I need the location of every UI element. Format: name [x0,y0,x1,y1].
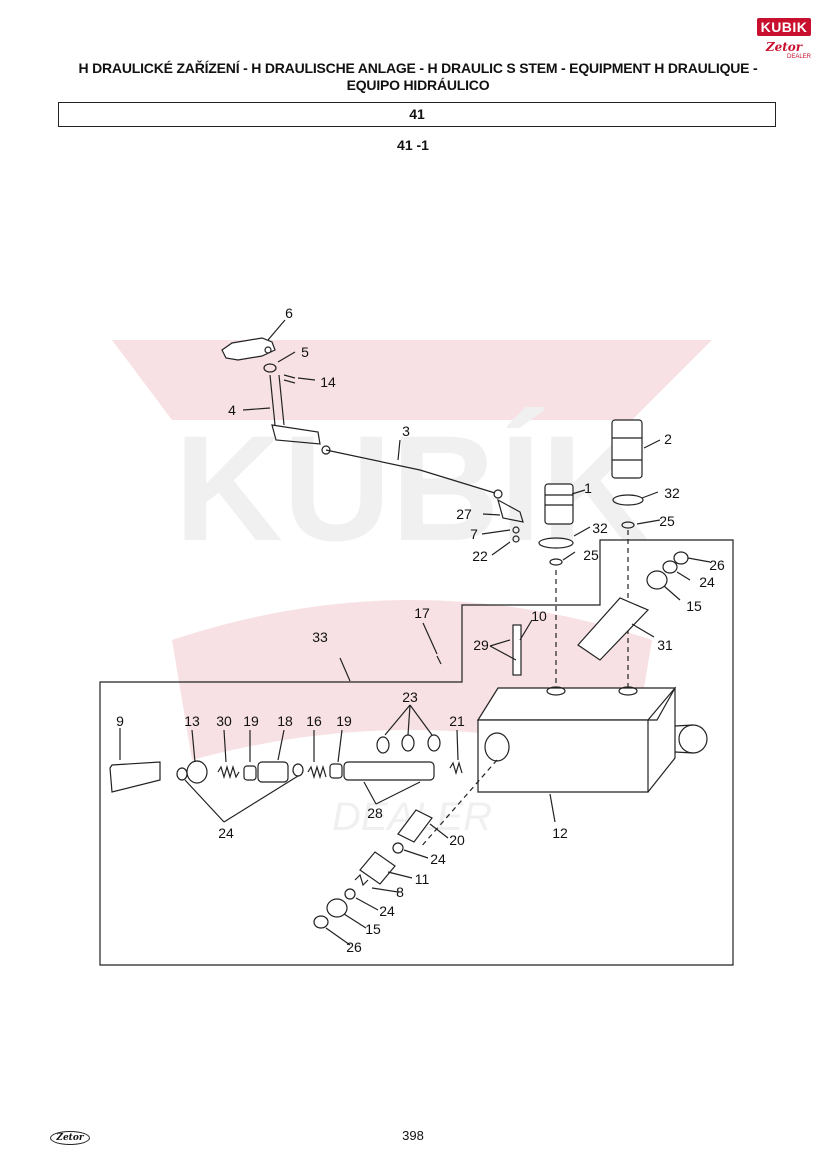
ring-part-26-left [313,915,329,929]
part-label-24-right: 24 [699,574,715,590]
dealer-logo: KUBIK Zetor DEALER [755,14,813,64]
part-label-19-b: 19 [336,713,352,729]
part-label-21: 21 [449,713,465,729]
part-label-28: 28 [367,805,383,821]
logo-dealer-text: DEALER [786,54,811,60]
part-label-24-d: 24 [379,903,395,919]
ring-part-24-right [662,560,678,574]
part-label-22: 22 [472,548,488,564]
ring-part-23-a [376,736,390,754]
spring-part-21 [449,760,463,776]
part-label-1: 1 [584,480,592,496]
sleeve-part-20 [397,809,433,843]
ring-part-24-d [344,888,356,900]
part-label-25-left: 25 [583,547,599,563]
part-label-6: 6 [285,305,293,321]
page-number: 398 [402,1128,424,1143]
spool-part-28 [343,761,435,781]
part-label-31: 31 [657,637,673,653]
part-label-15-right: 15 [686,598,702,614]
spring-part-30 [217,764,240,780]
part-label-25-right: 25 [659,513,675,529]
part-label-26-left: 26 [346,939,362,955]
page-title: H DRAULICKÉ ZAŘÍZENÍ - H DRAULISCHE ANLA… [30,60,806,94]
oring-part-32-right [612,494,644,506]
subsection-number: 41 -1 [397,137,429,153]
nut-part-13 [186,760,208,784]
part-label-33: 33 [312,629,328,645]
lever-part-6 [221,337,276,361]
sleeve-part-31 [577,597,650,661]
section-number-box: 41 [58,102,776,127]
ring-part-24-b [292,763,304,777]
part-label-3: 3 [402,423,410,439]
plug-part-15-right [646,570,668,590]
rod-part-3 [325,449,496,494]
part-label-32-left: 32 [592,520,608,536]
piston-part-10 [512,624,522,676]
valve-part-2 [611,419,643,479]
part-label-9: 9 [116,713,124,729]
ring-part-19-a [243,765,257,781]
part-label-20: 20 [449,832,465,848]
part-label-4: 4 [228,402,236,418]
part-label-24-left: 24 [218,825,234,841]
part-label-5: 5 [301,344,309,360]
ring-part-19-b [329,763,343,779]
plug-part-15-left [326,898,348,918]
ring-part-24-a [176,767,188,781]
oring-part-25-left [549,558,563,566]
part-label-7: 7 [470,526,478,542]
plug-part-11 [359,851,396,885]
spring-part-16 [307,764,327,780]
part-label-23: 23 [402,689,418,705]
ring-part-23-c [427,734,441,752]
part-label-19-a: 19 [243,713,259,729]
washer-part-5 [263,363,277,373]
link-part-27 [497,498,524,523]
part-label-15-left: 15 [365,921,381,937]
valve-block-part-12 [476,687,677,721]
part-label-16: 16 [306,713,322,729]
part-label-17: 17 [414,605,430,621]
ring-part-24-c [392,842,404,854]
assembly-frame [99,539,734,966]
logo-brand-text: KUBIK [757,18,811,36]
part-label-13: 13 [184,713,200,729]
part-label-18: 18 [277,713,293,729]
title-line-1: H DRAULICKÉ ZAŘÍZENÍ - H DRAULISCHE ANLA… [78,60,758,76]
section-number: 41 [409,106,425,122]
part-label-29: 29 [473,637,489,653]
clip-part-22 [512,535,520,543]
part-label-12: 12 [552,825,568,841]
part-label-8: 8 [396,884,404,900]
part-label-24-c: 24 [430,851,446,867]
ring-part-26-right [673,551,689,565]
pin-part-14 [283,374,296,384]
oring-part-25-right [621,521,635,529]
part-label-32-right: 32 [664,485,680,501]
spool-9 [109,761,161,793]
part-label-10: 10 [531,608,547,624]
part-label-26-right: 26 [709,557,725,573]
part-label-14: 14 [320,374,336,390]
footer-zetor-logo: Zetor [50,1131,90,1145]
pin-part-17 [436,655,442,665]
part-label-27: 27 [456,506,472,522]
oring-part-32-left [538,537,574,549]
title-line-2: EQUIPO HIDRÁULICO [346,77,490,93]
valve-part-1 [544,483,574,525]
logo-sub-text: Zetor [765,40,803,54]
part-label-2: 2 [664,431,672,447]
arm-part-4 [269,374,321,445]
part-label-11: 11 [415,871,430,887]
part-label-30: 30 [216,713,232,729]
sleeve-part-18 [257,761,289,783]
clip-part-7 [512,526,520,534]
ring-part-23-b [401,734,415,752]
spring-part-8 [354,873,369,887]
